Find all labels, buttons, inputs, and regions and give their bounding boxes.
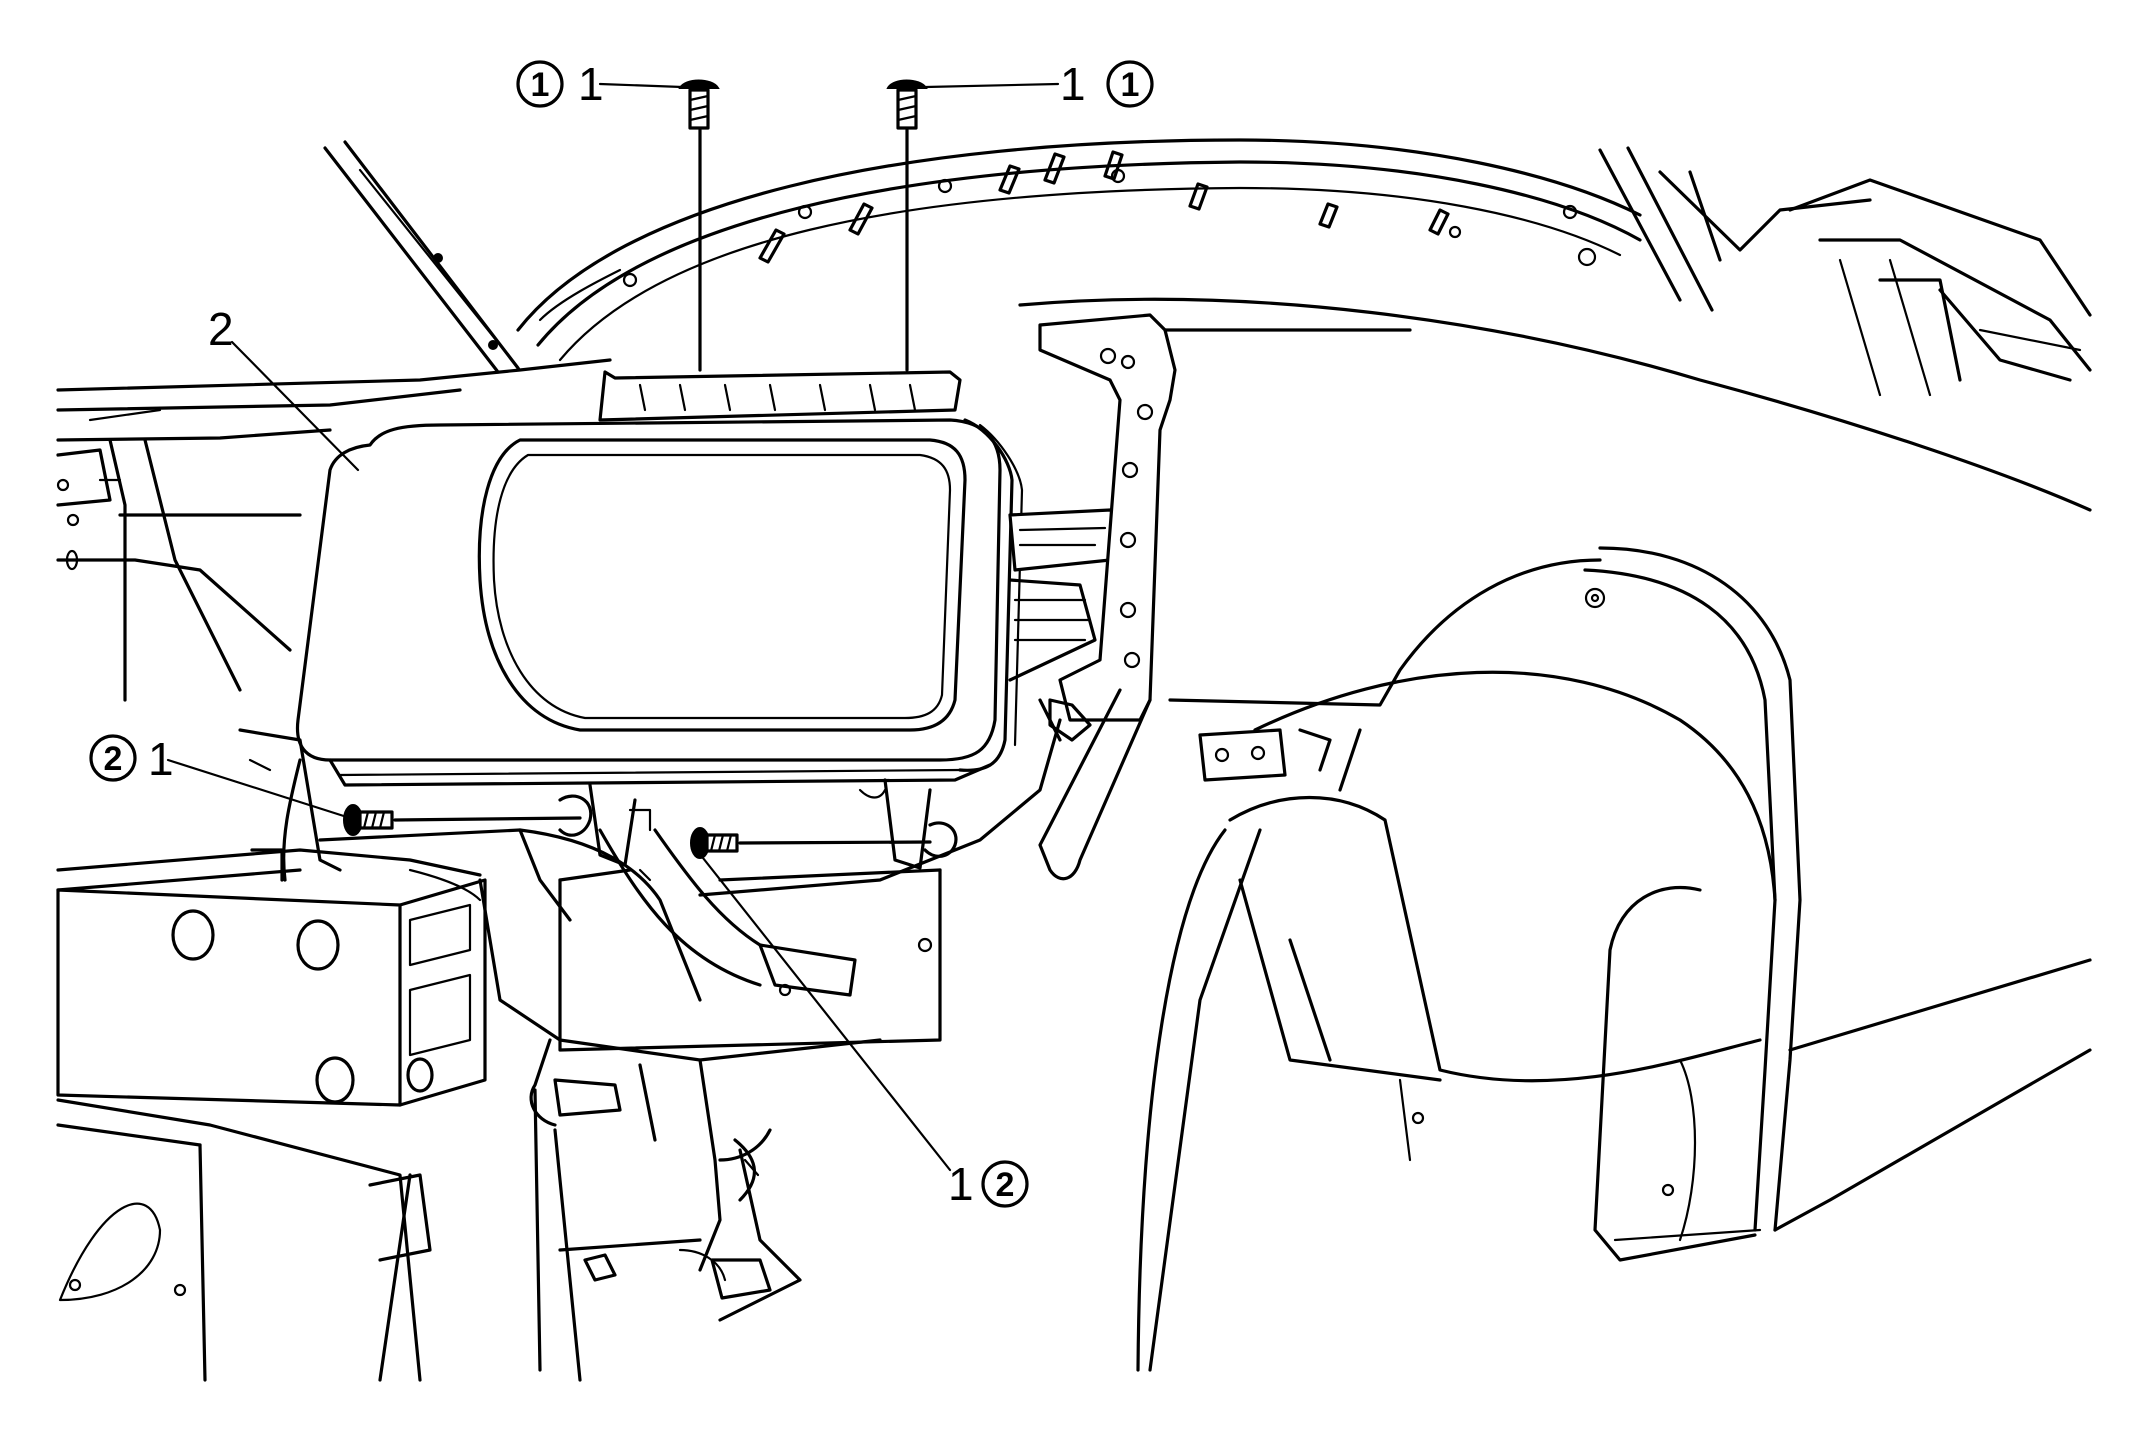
callout-number: 1 <box>1060 58 1086 110</box>
front-fender <box>1018 297 2092 1372</box>
callout-circled-number: 1 <box>531 66 550 104</box>
callout-number: 1 <box>578 58 604 110</box>
inner-fender-apron <box>698 313 1177 897</box>
lower-support-bracket <box>238 728 882 1382</box>
fastener-top-left <box>678 79 720 372</box>
callout-bottom-mid: 1 2 <box>948 1158 1029 1210</box>
hood-and-cowl <box>323 138 2092 397</box>
headlamp-mount-tabs <box>588 778 932 870</box>
fastener-lower-mid <box>690 821 958 859</box>
center-support <box>558 828 942 1052</box>
callout-circle <box>516 60 564 108</box>
callout-circled-number: 2 <box>104 740 123 778</box>
bracket-ribs <box>638 383 917 412</box>
callout-top-right: 1 1 <box>1060 58 1154 110</box>
callout-circle <box>1106 60 1154 108</box>
callout-part-2: 2 <box>208 303 234 355</box>
callout-lower-left: 2 1 <box>89 733 174 785</box>
front-radiator-support <box>56 358 612 702</box>
callout-circle <box>89 734 137 782</box>
callout-number: 1 <box>948 1158 974 1210</box>
callout-number: 1 <box>148 733 174 785</box>
callout-circled-number: 1 <box>1121 66 1140 104</box>
fastener-lower-left <box>343 794 593 837</box>
callout-circled-number: 2 <box>996 1166 1015 1204</box>
callout-circle <box>981 1160 1029 1208</box>
hood-vents <box>622 150 1578 288</box>
bumper-reinforcement <box>56 848 487 1382</box>
leader-lines <box>166 82 1060 1172</box>
headlamp-assembly <box>295 370 1127 787</box>
fastener-top-right <box>886 79 928 372</box>
callout-number: 2 <box>208 303 234 355</box>
callout-top-left: 1 1 <box>516 58 604 110</box>
